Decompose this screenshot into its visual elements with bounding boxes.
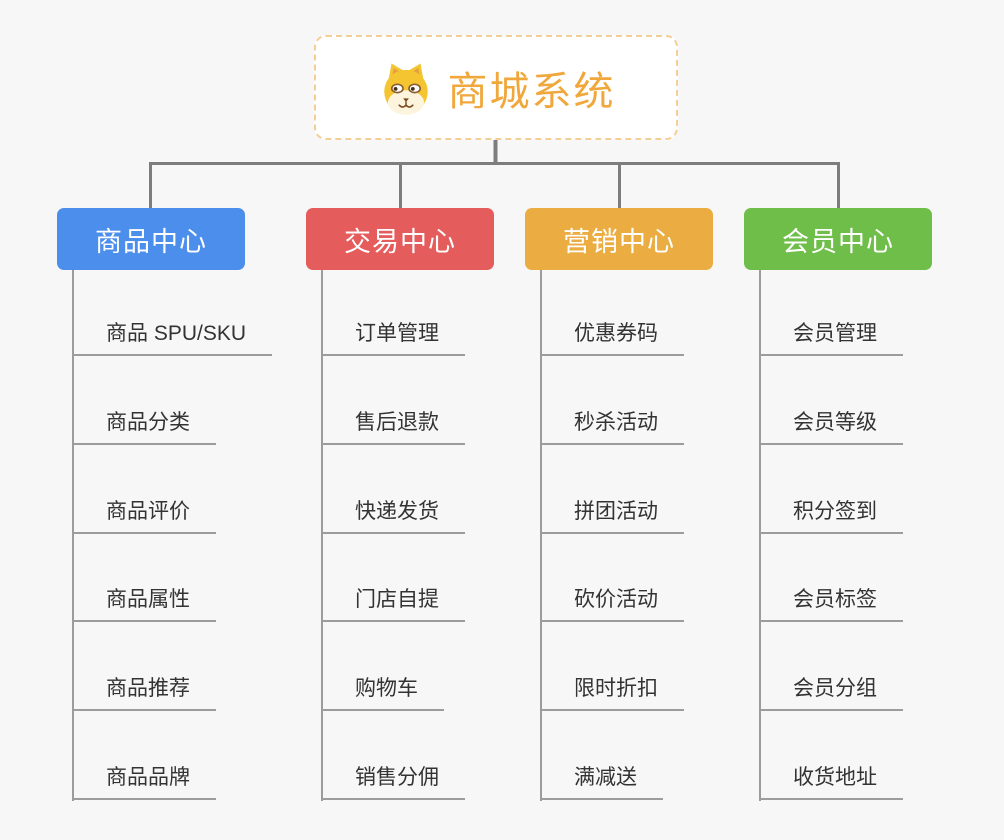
leaf-node[interactable]: 拼团活动 (540, 498, 684, 534)
leaf-node[interactable]: 订单管理 (321, 320, 465, 356)
leaf-node[interactable]: 满减送 (540, 764, 663, 800)
leaf-node[interactable]: 会员分组 (759, 675, 903, 711)
branch-trunk-line (321, 270, 323, 801)
leaf-node[interactable]: 限时折扣 (540, 675, 684, 711)
leaf-node[interactable]: 砍价活动 (540, 586, 684, 622)
leaf-node[interactable]: 门店自提 (321, 586, 465, 622)
leaf-node[interactable]: 快递发货 (321, 498, 465, 534)
branch-trunk-line (72, 270, 74, 801)
leaf-node[interactable]: 积分签到 (759, 498, 903, 534)
leaf-node[interactable]: 商品评价 (72, 498, 216, 534)
leaf-node[interactable]: 售后退款 (321, 409, 465, 445)
root-node[interactable]: 商城系统 (314, 35, 678, 140)
leaf-node[interactable]: 商品品牌 (72, 764, 216, 800)
leaf-node[interactable]: 商品 SPU/SKU (72, 320, 273, 356)
dog-face-icon (383, 63, 428, 115)
root-node-title: 商城系统 (447, 69, 616, 114)
leaf-node[interactable]: 商品推荐 (72, 675, 216, 711)
branch-node-member-center[interactable]: 会员中心 (744, 208, 932, 270)
branch-trunk-line (759, 270, 761, 801)
leaf-node[interactable]: 优惠券码 (540, 320, 684, 356)
leaf-node[interactable]: 商品属性 (72, 586, 216, 622)
leaf-node[interactable]: 收货地址 (759, 764, 903, 800)
leaf-node[interactable]: 购物车 (321, 675, 444, 711)
branch-trunk-line (540, 270, 542, 801)
leaf-node[interactable]: 会员标签 (759, 586, 903, 622)
leaf-node[interactable]: 销售分佣 (321, 764, 465, 800)
leaf-node[interactable]: 会员管理 (759, 320, 903, 356)
branch-node-product-center[interactable]: 商品中心 (57, 208, 245, 270)
leaf-node[interactable]: 会员等级 (759, 409, 903, 445)
leaf-node[interactable]: 商品分类 (72, 409, 216, 445)
branch-node-trade-center[interactable]: 交易中心 (306, 208, 494, 270)
branch-node-marketing-center[interactable]: 营销中心 (525, 208, 713, 270)
branch-bus-line (149, 162, 840, 208)
leaf-node[interactable]: 秒杀活动 (540, 409, 684, 445)
